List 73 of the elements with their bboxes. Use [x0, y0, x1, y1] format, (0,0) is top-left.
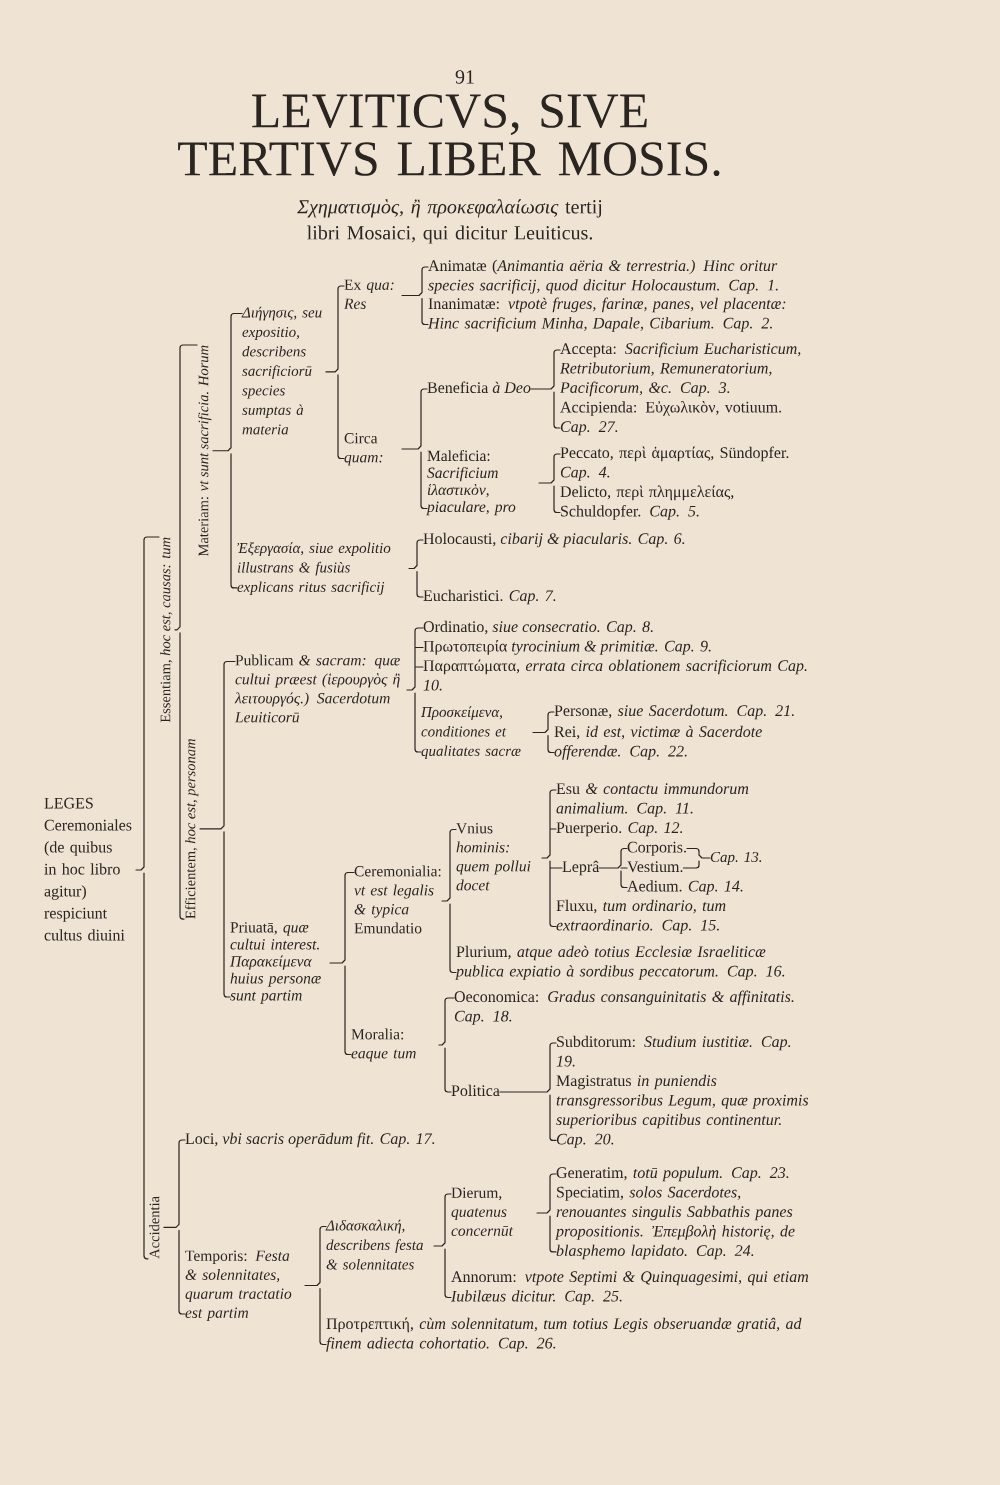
- entry-text: Priuatā, quæ cultui interest. Παρακείμενα huius personæ sunt partim: [229, 922, 321, 1004]
- brace: [163, 1139, 186, 1315]
- entry-text: Dierum, quatenus concernūt: [451, 1187, 514, 1236]
- entry-text: Esu & contactu immundorum animalium. Cap. 11.: [556, 782, 749, 817]
- entry-text: Leprâ: [562, 860, 600, 876]
- entry-text: Ceremonialia: vt est legalis & typica Emundatio: [354, 865, 441, 934]
- brace: [441, 828, 457, 974]
- entry-text: Magistratus in puniendis transgressoribus Legum, quæ proximis superioribus capitibus continentur. Cap. 20.: [556, 1074, 809, 1148]
- entry-text: Maleficia: Sacrificium ἱλαστικὸν, piaculare, pro: [426, 449, 516, 516]
- brace: [438, 997, 455, 1093]
- entry-text: Corporis.: [627, 841, 686, 856]
- entry-text: Publicam & sacram: quæ cultui præest (ἱερουργὸς ἢ λειτουργός.) Sacerdotum Leuiticorū: [234, 654, 400, 723]
- entry-text: Παραπτώματα, errata circa oblationem sacrificiorum Cap. 10.: [423, 659, 807, 691]
- entry-text: Politica: [451, 1084, 500, 1097]
- title: LEVITICVS, SIVE TERTIVS LIBER MOSIS.: [178, 94, 720, 177]
- brace: [433, 1193, 452, 1299]
- entry-text: Plurium, atque adeò totius Ecclesiæ Israeliticæ publica expiatio à sordibus peccatorum. Cap. 16.: [455, 945, 785, 980]
- vertical-label: Essentiam, hoc est, causas: tum: [160, 537, 173, 723]
- brace: [408, 539, 424, 598]
- entry-text: Loci, vbi sacris operādum fit. Cap. 17.: [185, 1132, 435, 1148]
- entry-text: Beneficia à Deo: [427, 381, 531, 394]
- entry-text: Circa quam:: [344, 433, 383, 466]
- subtitle: Σχηματισμὸς, ἢ προκεφαλαίωσις tertij libri Mosaici, qui dicitur Leuiticus.: [297, 199, 602, 244]
- entry-text: Προτρεπτική, cùm solennitatum, tum totius Legis obseruandæ gratiâ, ad finem adiecta cohortatio. Cap. 26.: [326, 1317, 802, 1352]
- entry-text: Moralia: eaque tum: [351, 1028, 416, 1062]
- entry-text: Peccato, περὶ ἁμαρτίας, Sündopfer. Cap. 4.: [560, 446, 789, 481]
- brace: [499, 1042, 557, 1142]
- entry-text: Ἐξεργασία, siue expolitio illustrans & fusiùs explicans ritus sacrificij: [237, 542, 391, 596]
- brace: [401, 388, 428, 510]
- brace: [401, 266, 429, 326]
- entry-text: Διδασκαλική, describens festa & solennitates: [325, 1219, 423, 1270]
- entry-text: Προσκείμενα, conditiones et qualitates sacræ: [420, 706, 521, 760]
- brace: [541, 789, 563, 928]
- vertical-label: Materiam: vt sunt sacrificia. Horum: [198, 345, 212, 557]
- entry-text: Ex qua: Res: [343, 279, 394, 309]
- entry-text: Subditorum: Studium iustitiæ. Cap. 19.: [556, 1035, 791, 1067]
- entry-text: Πρωτοπειρία tyrocinium & primitiæ. Cap. 9.: [423, 640, 711, 655]
- vertical-label: Accidentia: [149, 1196, 160, 1259]
- brace: [406, 627, 424, 753]
- entry-text: Puerperio. Cap. 12.: [556, 822, 683, 837]
- entry-text: Temporis: Festa & solennitates, quarum tractatio est partim: [185, 1250, 292, 1322]
- entry-text: Oeconomica: Gradus consanguinitatis & affinitatis. Cap. 18.: [454, 990, 794, 1025]
- entry-text: Vnius hominis: quem pollui docet: [456, 823, 531, 891]
- brace: [304, 1225, 327, 1346]
- entry-text: Vestium.: [627, 861, 683, 873]
- page-number: 91: [455, 70, 474, 84]
- entry-text: Annorum: vtpote Septimi & Quinquagesimi, qui etiam Iubilæus dicitur. Cap. 25.: [450, 1271, 809, 1305]
- entry-text: Ordinatio, siue consecratio. Cap. 8.: [423, 620, 653, 636]
- brace: [682, 847, 711, 869]
- brace: [135, 536, 160, 1260]
- entry-text: Accipienda: Εὐχωλικὸν, votiuum. Cap. 27.: [560, 401, 782, 436]
- entry-text: Inanimatæ: vtpotè fruges, farinæ, panes, vel placentæ: Hinc sacrificium Minha, Dapale, Cibarium. Cap. 2.: [427, 297, 786, 332]
- entry-text: Διήγησις, seu expositio, describens sacrificiorū species sumptas à materia: [241, 306, 322, 435]
- brace: [530, 349, 561, 429]
- entry-text: Generatim, totū populum. Cap. 23.: [556, 1166, 789, 1182]
- entry-text: Fluxu, tum ordinario, tum extraordinario. Cap. 15.: [556, 899, 726, 934]
- vertical-label: Efficientem, hoc est, personam: [185, 739, 199, 919]
- entry-text: Delicto, περὶ πλημμελείας, Schuldopfer. Cap. 5.: [560, 485, 734, 520]
- entry-text: Aedium. Cap. 14.: [627, 880, 743, 895]
- entry-text: LEGES Ceremoniales (de quibus in hoc libro agitur) respiciunt cultus diuini: [44, 797, 132, 941]
- entry-text: Accepta: Sacrificium Eucharisticum, Retributorium, Remuneratorium, Pacificorum, &c. Cap. 3.: [559, 342, 801, 397]
- brace: [532, 711, 555, 754]
- brace: [598, 847, 628, 889]
- brace: [325, 285, 345, 460]
- entry-text: Eucharistici. Cap. 7.: [423, 589, 556, 605]
- entry-text: Holocausti, cibarij & piacularis. Cap. 6.: [423, 532, 685, 548]
- entry-text: Speciatim, solos Sacerdotes, renouantes singulis Sabbathis panes propositionis. Ἐπεμβολὴ historię, de blasphemo lapidato. Cap. 24.: [555, 1186, 795, 1260]
- brace: [536, 1173, 557, 1253]
- brace: [538, 453, 561, 514]
- entry-text: Personæ, siue Sacerdotum. Cap. 21.: [554, 704, 794, 720]
- entry-text: Rei, id est, victimæ à Sacerdote offerendæ. Cap. 22.: [554, 725, 762, 760]
- entry-text: Cap. 13.: [710, 851, 762, 866]
- entry-text: Animatæ (Animantia aëria & terrestria.) Hinc oritur species sacrificij, quod dicitur Holocaustum. Cap. 1.: [428, 259, 778, 294]
